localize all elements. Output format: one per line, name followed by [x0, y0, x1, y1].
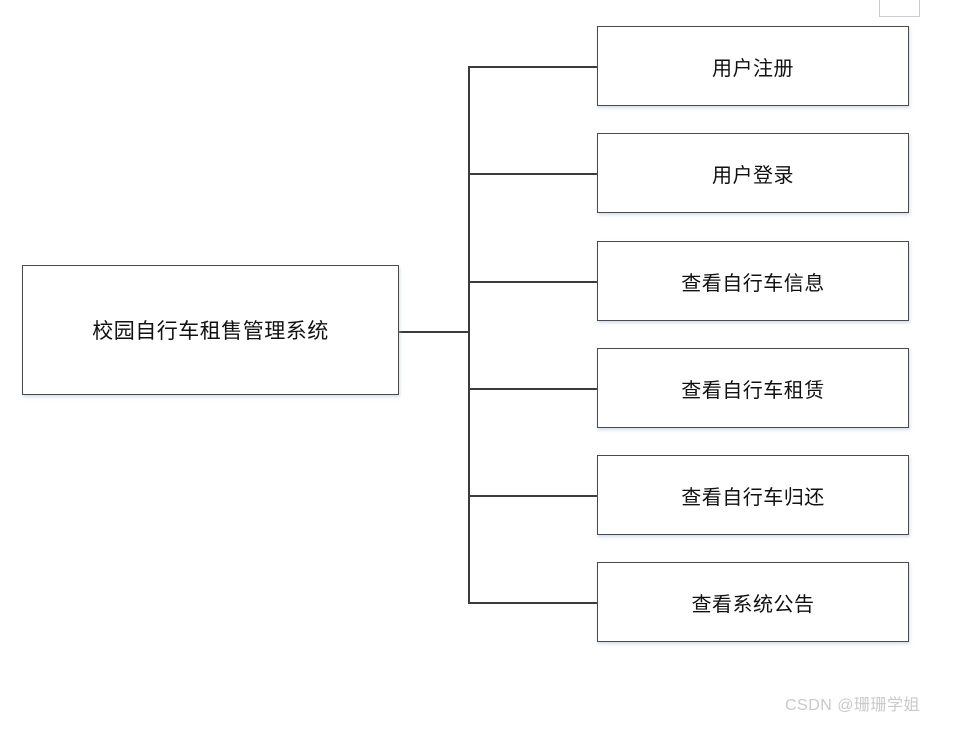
node-root-label: 校园自行车租售管理系统 [92, 320, 329, 343]
node-label: 查看自行车信息 [681, 272, 825, 295]
connector-branch-5 [469, 495, 598, 497]
stray-rectangle-artifact [879, 0, 920, 17]
connector-branch-3 [469, 281, 598, 283]
node-root-system[interactable]: 校园自行车租售管理系统 [22, 265, 399, 395]
node-view-bike-info[interactable]: 查看自行车信息 [597, 241, 909, 321]
connector-branch-4 [469, 388, 598, 390]
node-label: 用户注册 [712, 57, 794, 80]
node-view-bike-return[interactable]: 查看自行车归还 [597, 455, 909, 535]
node-view-system-announcement[interactable]: 查看系统公告 [597, 562, 909, 642]
connector-root-stub [399, 331, 470, 333]
node-view-bike-rental[interactable]: 查看自行车租赁 [597, 348, 909, 428]
csdn-watermark: CSDN @珊珊学姐 [784, 697, 920, 714]
node-user-login[interactable]: 用户登录 [597, 133, 909, 213]
node-user-registration[interactable]: 用户注册 [597, 26, 909, 106]
node-label: 用户登录 [712, 164, 794, 187]
connector-branch-1 [469, 66, 598, 68]
node-label: 查看自行车归还 [681, 486, 825, 509]
node-label: 查看自行车租赁 [681, 379, 825, 402]
node-label: 查看系统公告 [691, 593, 815, 616]
connector-branch-2 [469, 173, 598, 175]
connector-branch-6 [469, 602, 598, 604]
connector-vertical-trunk [468, 66, 470, 604]
